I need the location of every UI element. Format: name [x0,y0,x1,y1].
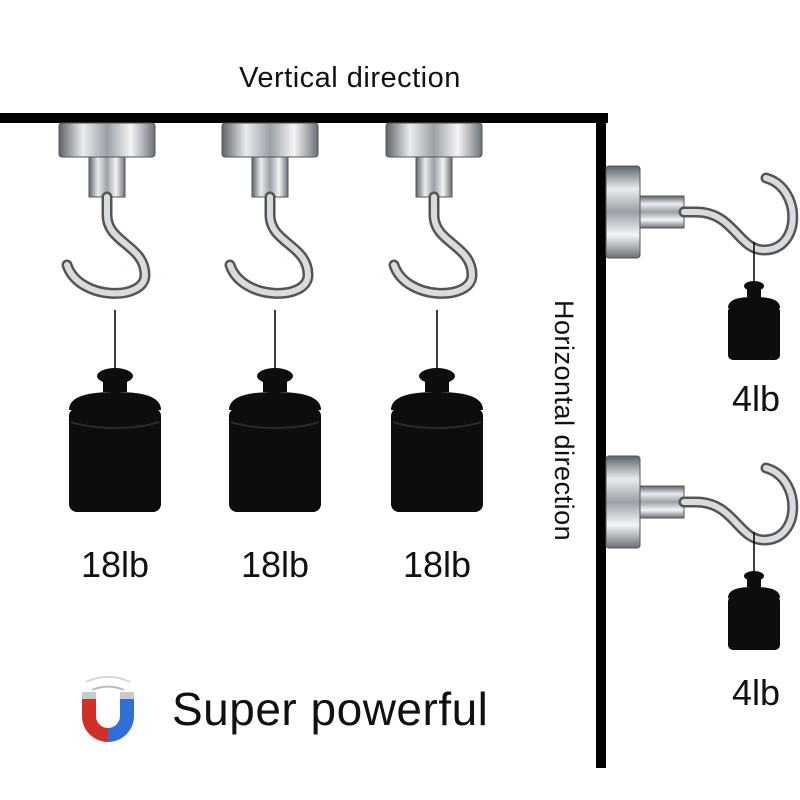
vertical-direction-label: Vertical direction [239,62,461,94]
vertical-hook-2 [222,123,318,293]
wall-bar [596,113,606,768]
vertical-load-label-2: 18lb [240,544,310,585]
vertical-weight-2 [228,309,322,513]
horizontal-load-label-2: 4lb [731,672,781,713]
vertical-weight-3 [390,309,484,513]
horizontal-hook-2 [606,456,793,548]
ceiling-bar [0,113,608,123]
slogan-text: Super powerful [172,683,489,735]
horseshoe-magnet-icon [82,675,134,742]
horizontal-weight-1 [727,241,781,361]
horizontal-direction-label: Horizontal direction [549,300,579,542]
vertical-hook-3 [386,123,482,293]
vertical-load-label-1: 18lb [80,544,150,585]
horizontal-hook-1 [606,166,793,258]
horizontal-load-label-1: 4lb [731,378,781,419]
vertical-weight-1 [68,309,162,513]
vertical-hook-1 [59,123,155,293]
vertical-load-label-3: 18lb [402,544,472,585]
horizontal-weight-2 [727,531,781,651]
